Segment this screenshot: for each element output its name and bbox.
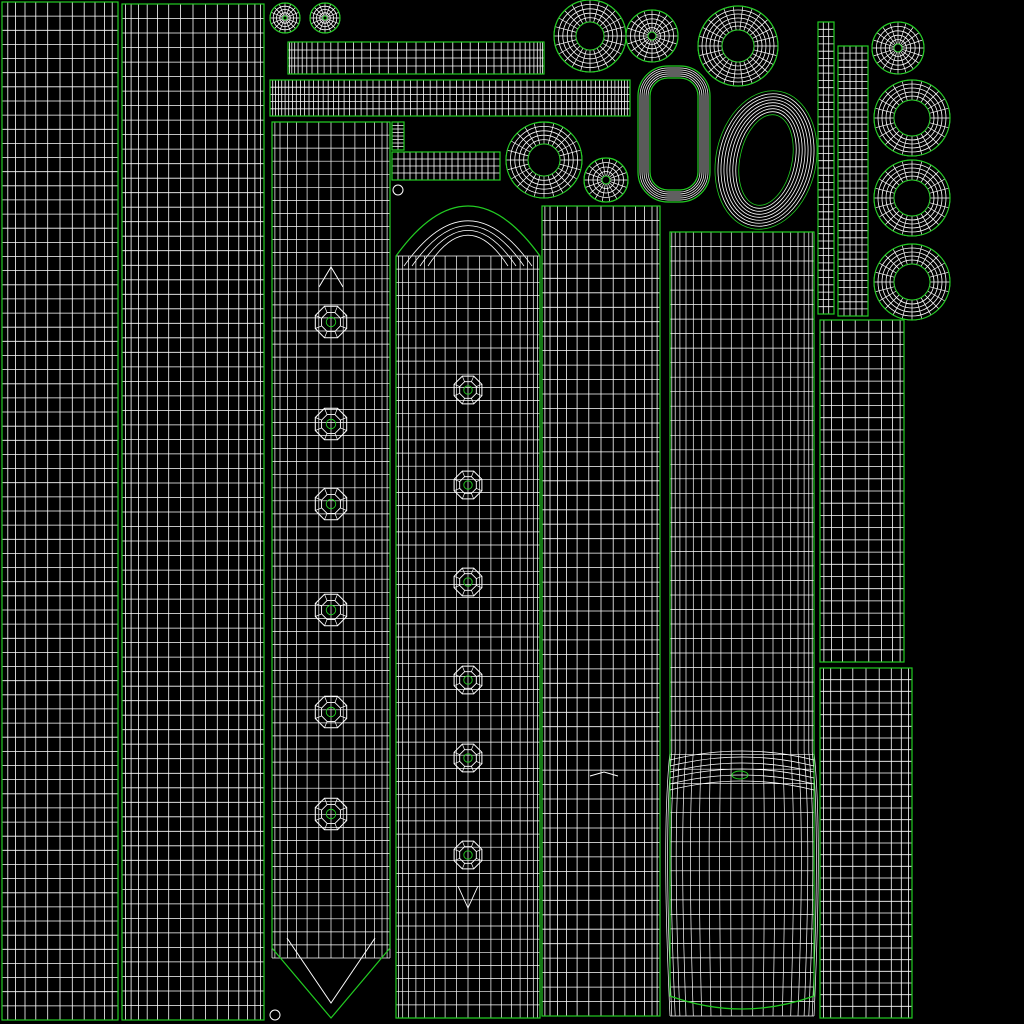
uv-island-loop-blocks <box>819 319 913 1019</box>
uv-island-long-strip-2 <box>121 3 265 1021</box>
uv-island-rivet-ring <box>505 0 951 321</box>
uv-island-small-disks <box>269 2 341 34</box>
uv-islands-layer <box>1 0 951 1021</box>
uv-island-belt-wavy <box>665 231 819 1017</box>
uv-island-loop-upper <box>269 79 631 117</box>
uv-island-belt-tip <box>395 205 541 1019</box>
uv-island-buckle-prong <box>391 121 501 181</box>
uv-island-long-strip-1 <box>1 1 119 1021</box>
uv-island-belt-holes <box>269 121 404 1021</box>
uv-island-belt-plain <box>541 205 661 1017</box>
uv-island-buckle-bar <box>287 41 545 75</box>
uv-island-buckle-frame <box>637 65 711 203</box>
uv-island-buckle-frame-oval <box>714 90 818 230</box>
uv-island-loop-lower <box>817 21 869 317</box>
